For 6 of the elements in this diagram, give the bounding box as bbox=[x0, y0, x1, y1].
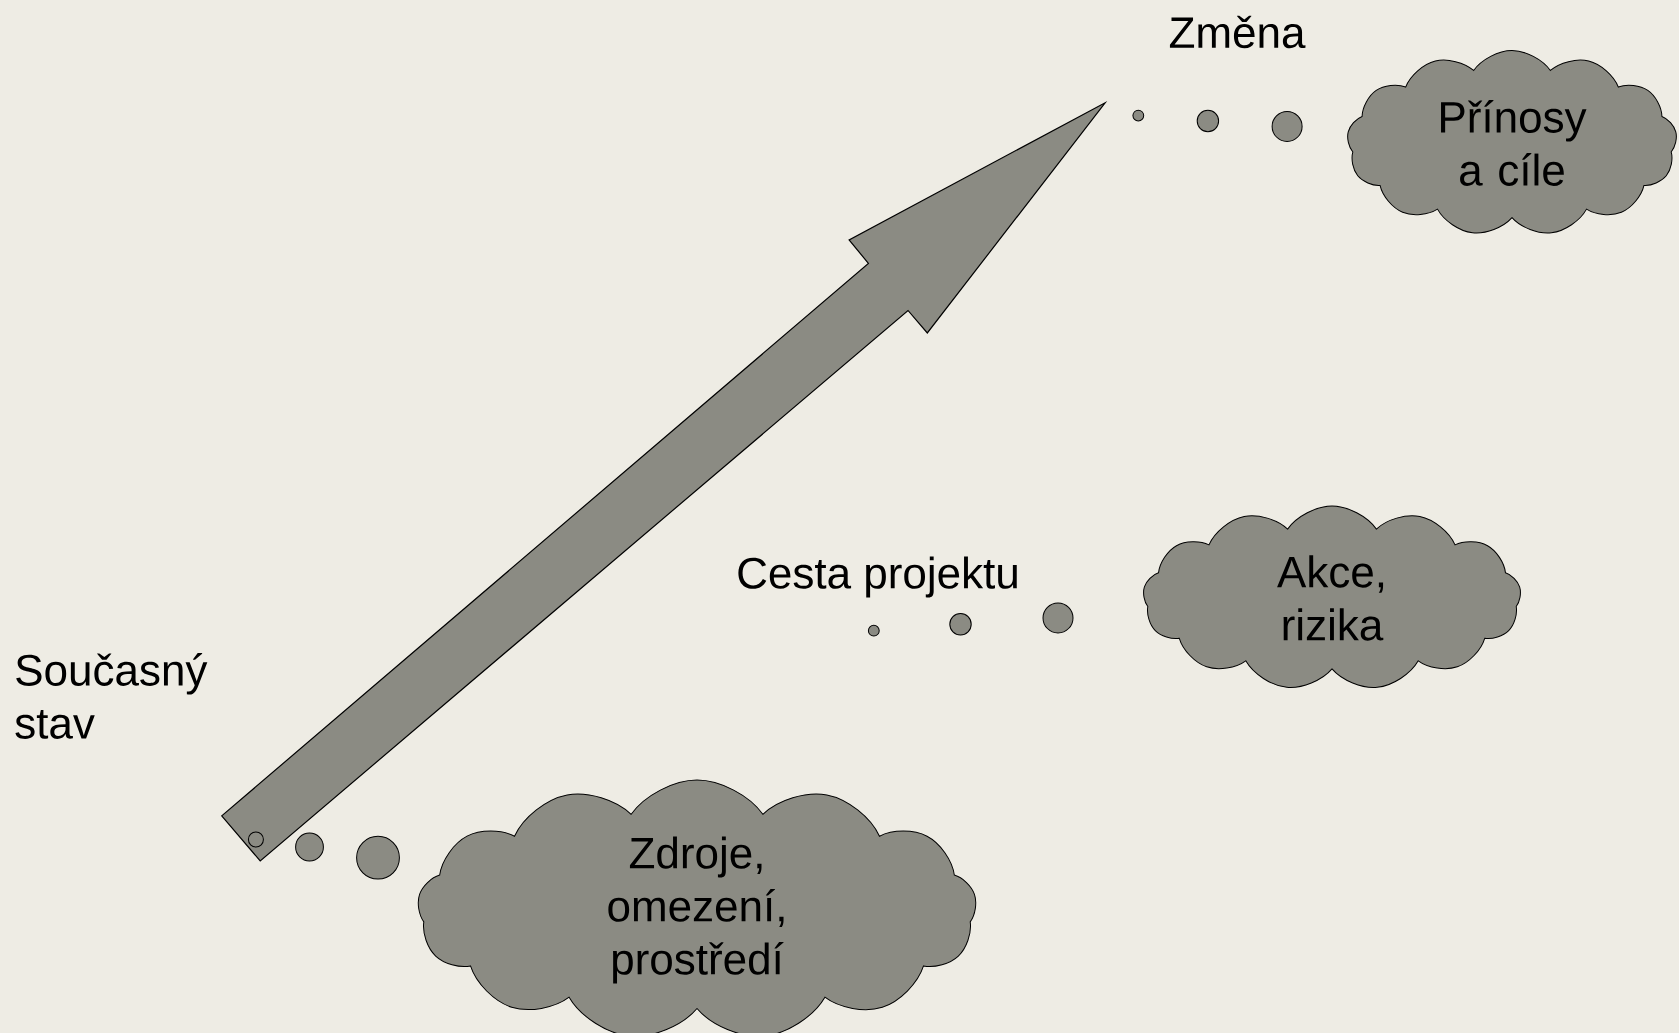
cloud: Přínosy a cíle bbox=[1347, 50, 1677, 234]
label: Změna bbox=[1169, 15, 1306, 49]
cloud: Akce, rizika bbox=[1143, 505, 1521, 688]
label: Současný stav bbox=[15, 653, 208, 739]
cloud: Zdroje, omezení, prostředí bbox=[417, 779, 977, 1033]
label: Cesta projektu bbox=[738, 556, 1017, 598]
